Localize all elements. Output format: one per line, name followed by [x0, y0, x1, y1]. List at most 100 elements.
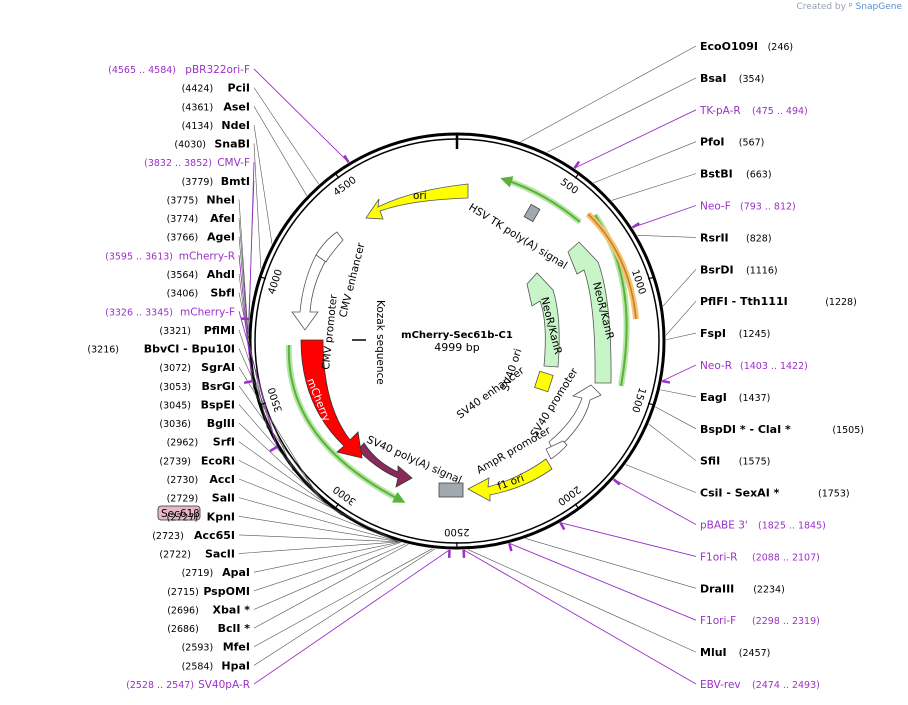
tick-label-2000: 2000 [555, 483, 582, 507]
site-label-35[interactable]: BglII(3036) [159, 417, 235, 430]
site-position: (1228) [825, 297, 857, 308]
site-label-28[interactable]: SacII(2722) [159, 548, 235, 561]
site-label-37[interactable]: BsrGI(3053) [159, 380, 235, 393]
site-position: (1245) [739, 329, 771, 340]
site-label-29[interactable]: Acc65I (2723) [152, 529, 235, 542]
feature-cmv-promoter-label: CMV promoter [320, 293, 340, 370]
site-label-33[interactable]: EcoRI(2739) [159, 454, 235, 467]
site-label-53[interactable]: PciI(4424) [182, 82, 250, 95]
site-name: SrfI [213, 436, 235, 449]
site-label-0[interactable]: EcoO109I(246) [700, 40, 793, 53]
site-position: (475 .. 494) [752, 106, 808, 117]
site-label-9[interactable]: FspI(1245) [700, 327, 770, 340]
site-name: AseI [223, 100, 250, 113]
site-label-44[interactable]: mCherry-R(3595 .. 3613) [105, 250, 235, 262]
site-name: BsaI [700, 72, 726, 85]
site-label-5[interactable]: Neo-F(793 .. 812) [700, 201, 796, 213]
site-label-31[interactable]: SalI(2729) [167, 492, 235, 505]
site-label-23[interactable]: MfeI(2593) [182, 641, 250, 654]
site-position: (3216) [87, 345, 119, 356]
leader-line-19 [468, 549, 697, 653]
site-label-12[interactable]: BspDI * - ClaI *(1505) [700, 423, 864, 436]
site-label-21[interactable]: SV40pA-R(2528 .. 2547) [126, 679, 250, 691]
site-label-27[interactable]: ApaI(2719) [182, 566, 250, 579]
feature-mcherry-arrow[interactable] [300, 339, 363, 459]
site-name: mCherry-F [180, 306, 235, 318]
site-position: (828) [746, 233, 772, 244]
site-label-40[interactable]: PflMI(3321) [159, 324, 235, 337]
feature-neor-inner-arrow[interactable] [526, 272, 560, 368]
leader-line-40 [238, 329, 278, 449]
site-label-1[interactable]: BsaI(354) [700, 72, 764, 85]
leader-line-32 [238, 478, 398, 542]
site-label-24[interactable]: BclI *(2686) [167, 622, 250, 635]
leader-line-22 [253, 548, 436, 666]
site-label-20[interactable]: EBV-rev(2474 .. 2493) [700, 679, 820, 691]
site-label-18[interactable]: F1ori-F(2298 .. 2319) [700, 615, 820, 627]
site-label-38[interactable]: SgrAI(3072) [159, 361, 235, 374]
site-label-46[interactable]: AfeI(3774) [167, 212, 235, 225]
leader-line-51 [253, 124, 273, 244]
feature-sv40-ori-box[interactable] [534, 370, 554, 393]
feature-cmv-enhancer-arrow[interactable] [315, 231, 344, 263]
feature-sec61b-tag-box[interactable] [157, 505, 201, 521]
site-label-19[interactable]: MluI(2457) [700, 646, 770, 659]
site-label-39[interactable]: BbvCI - Bpu10I (3216) [87, 343, 235, 356]
site-name: MluI [700, 646, 727, 659]
site-label-7[interactable]: BsrDI(1116) [700, 263, 778, 276]
feature-hsv-tk-box[interactable] [523, 203, 541, 223]
site-label-16[interactable]: F1ori-R(2088 .. 2107) [700, 551, 820, 563]
site-name: Acc65I [194, 529, 235, 542]
site-label-17[interactable]: DraIII(2234) [700, 582, 785, 595]
site-label-54[interactable]: pBR322ori-F(4565 .. 4584) [108, 64, 250, 76]
primer-mark-41 [269, 445, 278, 453]
site-label-43[interactable]: AhdI(3564) [167, 268, 235, 281]
leader-line-3 [593, 141, 697, 184]
feature-neor-outer-arrow[interactable] [567, 241, 612, 384]
feature-f1-ori-arrow[interactable] [467, 458, 553, 502]
site-label-4[interactable]: BstBI(663) [700, 168, 772, 181]
site-name: SbfI [210, 287, 235, 300]
site-label-47[interactable]: NheI(3775) [167, 193, 235, 206]
site-label-50[interactable]: SnaBI(4030) [174, 138, 250, 151]
site-label-25[interactable]: XbaI *(2696) [167, 603, 250, 616]
site-labels: EcoO109I(246) BsaI(354) TK-pA-R(475 .. 494… [87, 40, 864, 691]
site-label-49[interactable]: CMV-F(3832 .. 3852) [144, 157, 250, 169]
site-label-26[interactable]: PspOMI(2715) [167, 585, 250, 598]
feature-sv40-polya-arrow[interactable] [357, 442, 413, 488]
site-label-15[interactable]: pBABE 3'(1825 .. 1845) [700, 520, 826, 532]
site-label-41[interactable]: mCherry-F(3326 .. 3345) [105, 306, 235, 318]
site-label-52[interactable]: AseI(4361) [182, 100, 250, 113]
site-label-13[interactable]: SfiI(1575) [700, 455, 770, 468]
site-label-34[interactable]: SrfI(2962) [167, 436, 235, 449]
site-label-11[interactable]: EagI(1437) [700, 391, 770, 404]
site-label-3[interactable]: PfoI(567) [700, 136, 764, 149]
feature-ori-arrow[interactable] [365, 183, 469, 220]
site-label-22[interactable]: HpaI(2584) [182, 659, 250, 672]
site-label-2[interactable]: TK-pA-R(475 .. 494) [699, 105, 808, 117]
site-label-42[interactable]: SbfI(3406) [167, 287, 235, 300]
site-label-32[interactable]: AccI(2730) [167, 473, 235, 486]
site-label-48[interactable]: BmtI(3779) [182, 175, 250, 188]
site-position: (3564) [167, 270, 199, 281]
site-name: NdeI [221, 119, 250, 132]
leader-line-5 [632, 205, 697, 228]
site-position: (1753) [818, 489, 850, 500]
feature-ampr-promoter-arrow[interactable] [545, 440, 568, 460]
site-label-36[interactable]: BspEI(3045) [159, 398, 235, 411]
site-position: (4134) [182, 121, 214, 132]
site-label-8[interactable]: PflFI - Tth111I(1228) [700, 295, 857, 308]
site-label-6[interactable]: RsrII(828) [700, 231, 772, 244]
feature-cmv-promoter-arrow[interactable] [291, 254, 327, 331]
leader-line-15 [613, 478, 697, 525]
site-label-51[interactable]: NdeI (4134) [182, 119, 250, 132]
site-label-45[interactable]: AgeI(3766) [167, 231, 235, 244]
site-position: (2723) [152, 531, 184, 542]
site-name: BbvCI - Bpu10I [144, 343, 235, 356]
site-position: (3036) [159, 419, 191, 430]
site-name: PfoI [700, 136, 725, 149]
site-label-14[interactable]: CsiI - SexAI *(1753) [700, 487, 850, 500]
feature-sv40-promoter-arrow[interactable] [548, 384, 602, 453]
site-label-30[interactable]: KpnI(2727) [167, 510, 235, 523]
site-label-10[interactable]: Neo-R(1403 .. 1422) [700, 360, 808, 372]
